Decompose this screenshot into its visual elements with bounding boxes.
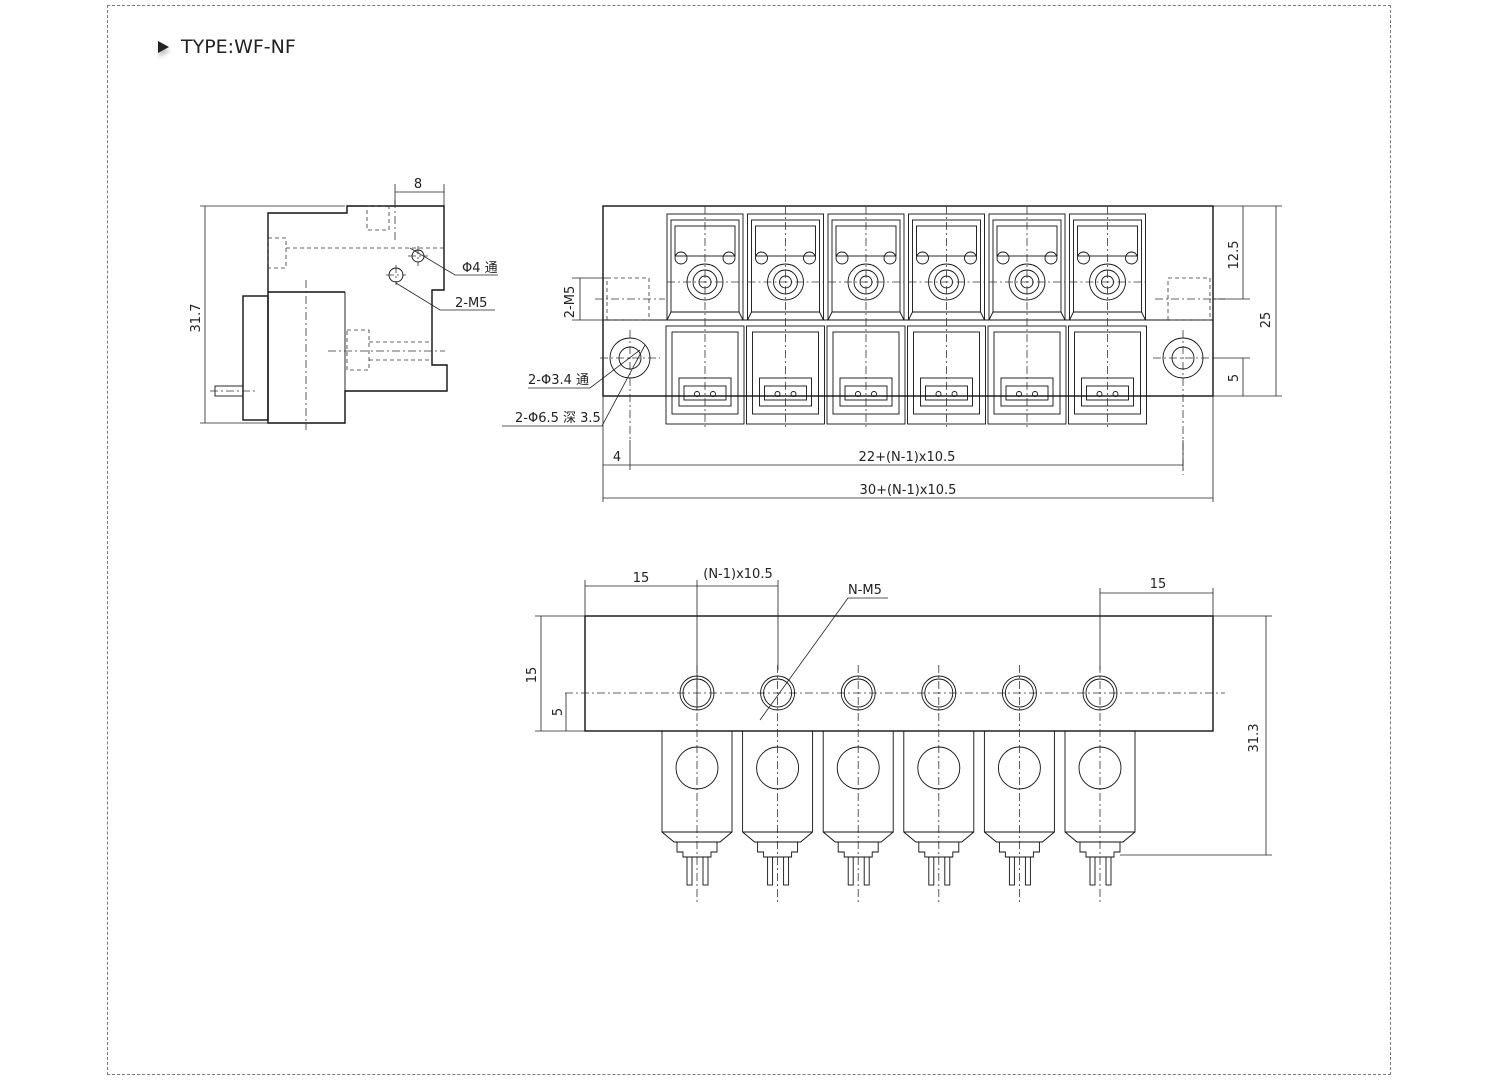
title-text: TYPE:WF-NF <box>181 36 296 58</box>
side-label-hole: Φ4 通 <box>462 261 498 276</box>
front-label-m5: 2-M5 <box>563 286 578 318</box>
front-dim-25: 25 <box>1259 312 1274 329</box>
bottom-valve-unit <box>742 665 814 905</box>
bottom-valve-unit <box>822 665 894 905</box>
bottom-valve-unit <box>903 665 975 905</box>
bottom-valve-units <box>661 665 1136 905</box>
side-label-m5: 2-M5 <box>455 296 487 311</box>
bottom-dim-31-3: 31.3 <box>1247 724 1262 753</box>
front-view: 2-M5 2-Φ3.4 通 2-Φ6.5 深 3.5 4 22+(N-1)x10… <box>502 205 1282 502</box>
front-dim-outer: 30+(N-1)x10.5 <box>860 483 957 498</box>
bottom-dim-5-vert: 5 <box>551 708 566 716</box>
front-valve-unit <box>826 206 906 428</box>
front-valve-unit <box>746 206 825 428</box>
bottom-dim-15-vert: 15 <box>525 667 540 684</box>
front-dim-inner: 22+(N-1)x10.5 <box>859 450 956 465</box>
front-valve-unit <box>987 206 1067 428</box>
bottom-dim-pitch: (N-1)x10.5 <box>703 567 772 582</box>
bottom-valve-unit <box>983 665 1055 905</box>
front-valve-unit <box>665 206 745 428</box>
side-view: 8 31.7 Φ4 通 2-M5 <box>189 177 498 430</box>
front-label-hole-thru: 2-Φ3.4 通 <box>528 373 589 388</box>
drawing-frame <box>107 5 1391 1075</box>
drawing-title: TYPE:WF-NF <box>158 36 296 58</box>
bottom-dim-15-left: 15 <box>633 571 650 586</box>
front-label-hole-deep: 2-Φ6.5 深 3.5 <box>515 411 601 426</box>
front-dim-12-5: 12.5 <box>1227 241 1242 270</box>
bottom-view: 15 (N-1)x10.5 15 N-M5 15 5 31.3 <box>525 567 1272 905</box>
front-dim-5: 5 <box>1227 374 1242 382</box>
front-valve-units <box>665 206 1147 428</box>
front-dim-4: 4 <box>613 450 621 465</box>
bottom-valve-unit <box>1064 665 1136 905</box>
bottom-valve-unit <box>661 665 733 905</box>
bottom-label-nm5: N-M5 <box>848 583 882 598</box>
bottom-dim-15-right: 15 <box>1150 577 1167 592</box>
front-valve-unit <box>907 206 986 428</box>
bullet-triangle-icon <box>158 41 169 53</box>
side-dim-height: 31.7 <box>189 304 204 333</box>
side-dim-top: 8 <box>414 177 422 192</box>
front-valve-unit <box>1068 206 1147 428</box>
